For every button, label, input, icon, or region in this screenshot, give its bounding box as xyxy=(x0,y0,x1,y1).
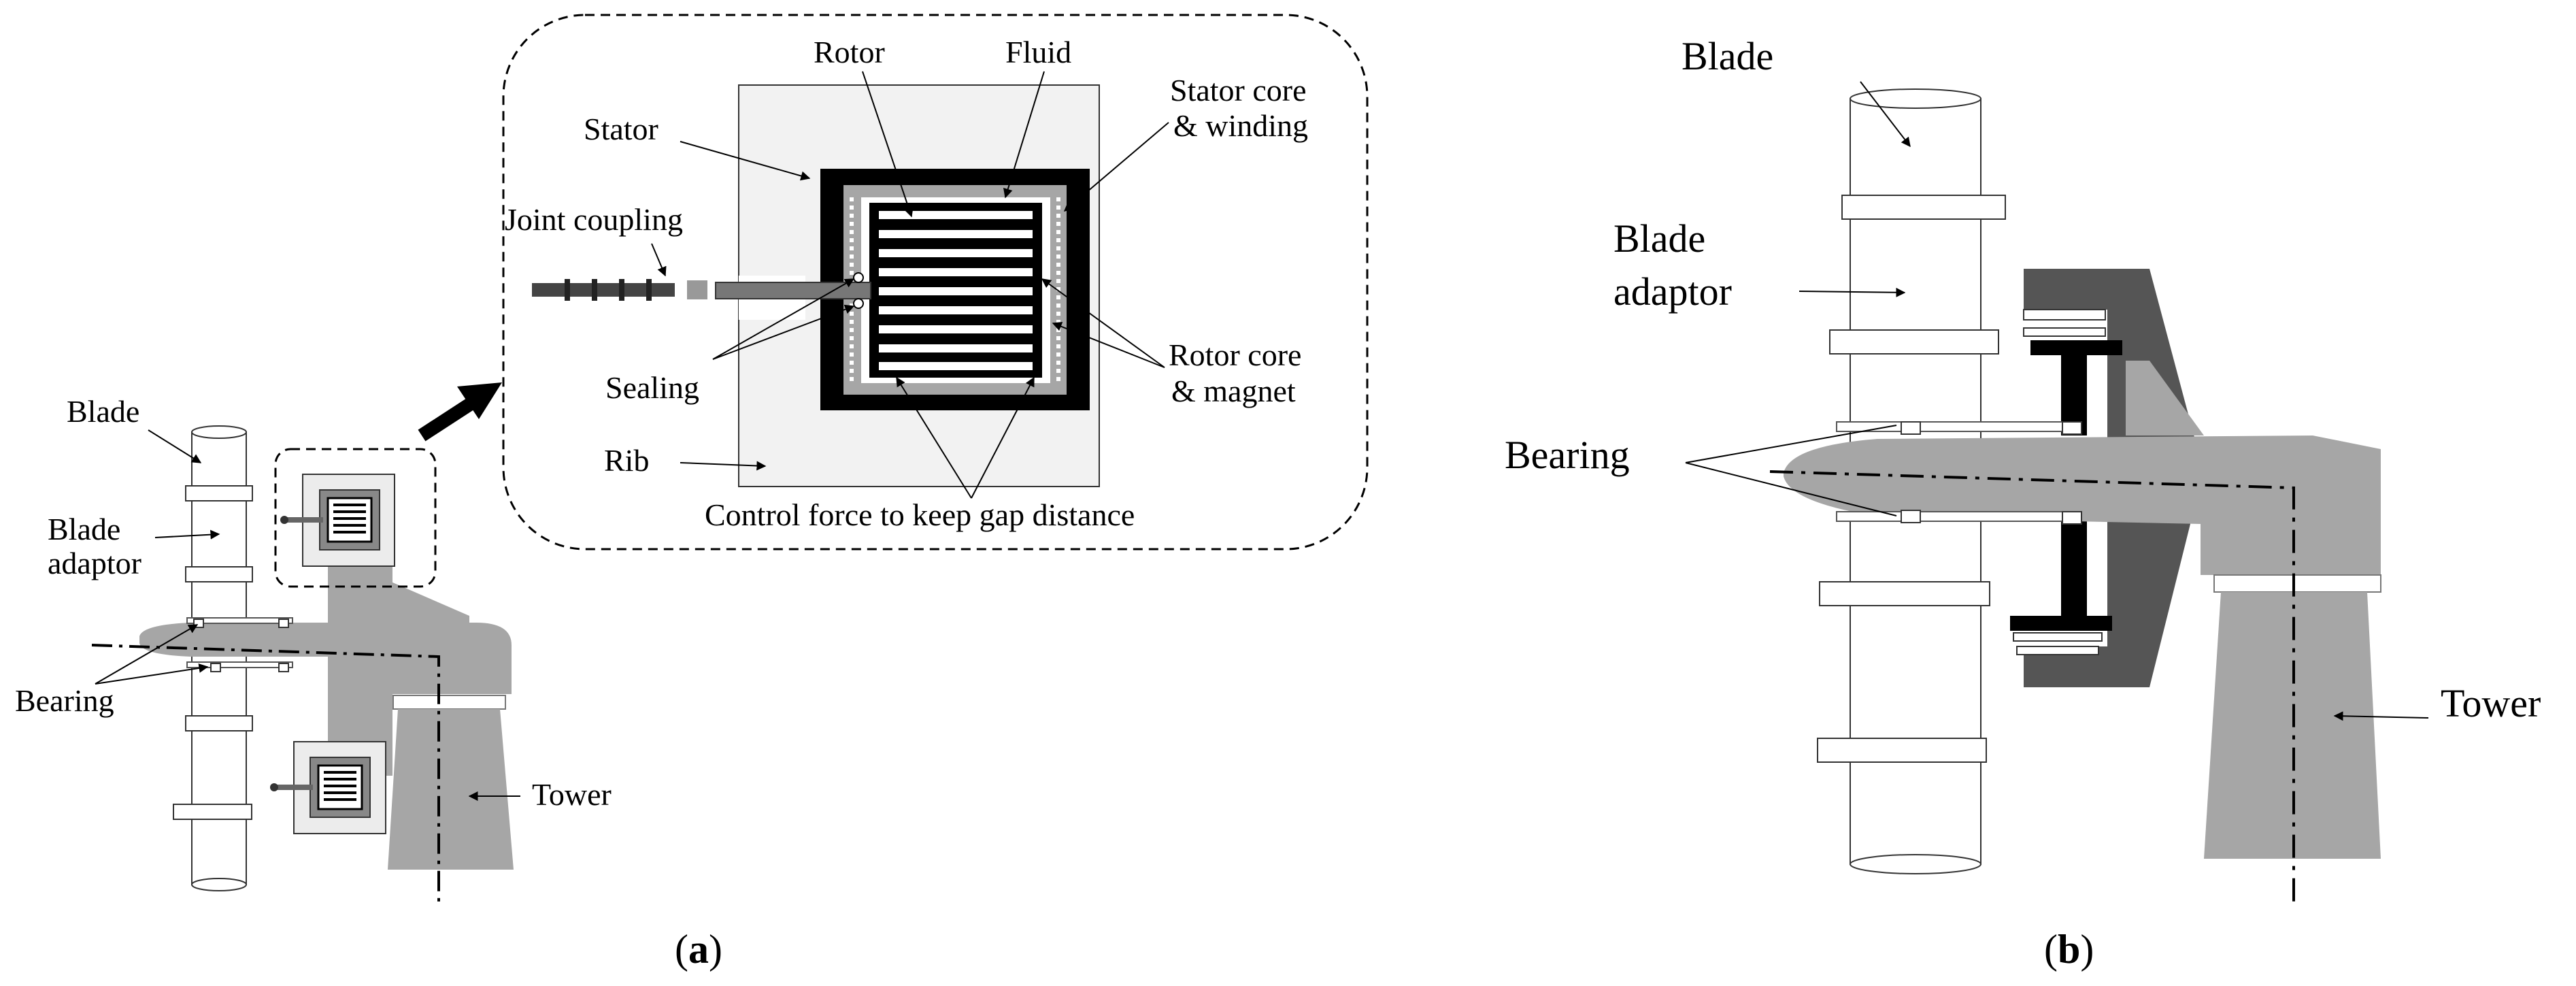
shaft-structure-b xyxy=(1769,361,2381,908)
label-blade-adaptor-b-2: adaptor xyxy=(1613,269,1732,314)
zoom-arrow xyxy=(418,382,502,442)
label-blade-a: Blade xyxy=(67,394,139,429)
label-blade-adaptor-b-1: Blade xyxy=(1613,216,1705,261)
label-stator-core-2: & winding xyxy=(1173,108,1308,143)
label-control-force: Control force to keep gap distance xyxy=(705,497,1135,532)
label-joint-coupling: Joint coupling xyxy=(505,202,683,237)
panel-b: Blade Blade adaptor Bearing Tower (b) xyxy=(1505,34,2541,972)
label-tower-b: Tower xyxy=(2441,681,2541,725)
damper-device-lower xyxy=(270,741,386,834)
label-fluid: Fluid xyxy=(1005,35,1071,69)
label-sealing: Sealing xyxy=(605,370,699,405)
shaft-structure-a xyxy=(91,558,514,902)
label-stator: Stator xyxy=(584,112,658,146)
label-rotor-core-2: & magnet xyxy=(1171,374,1296,408)
label-stator-core-1: Stator core xyxy=(1170,73,1307,108)
label-blade-adaptor-a-2: adaptor xyxy=(48,546,141,580)
label-bearing-a: Bearing xyxy=(15,683,114,718)
label-bearing-b: Bearing xyxy=(1505,433,1630,477)
label-tower-a: Tower xyxy=(532,777,612,812)
damper-discs-b xyxy=(2010,309,2122,655)
joint-coupling-element xyxy=(532,279,707,301)
label-rib: Rib xyxy=(604,443,649,478)
panel-a: Blade Blade adaptor Bearing Tower xyxy=(15,14,1369,972)
highlight-box xyxy=(274,448,437,588)
inset-detail: Rotor Fluid Stator core & winding Stator… xyxy=(502,14,1369,550)
label-blade-adaptor-a-1: Blade xyxy=(48,512,120,546)
label-rotor-core-1: Rotor core xyxy=(1169,338,1301,372)
rotor-plates xyxy=(879,211,1033,370)
caption-a: (a) xyxy=(675,927,722,972)
label-rotor: Rotor xyxy=(814,35,885,69)
caption-b: (b) xyxy=(2044,927,2094,972)
damper-device-upper xyxy=(280,474,395,567)
blade-a xyxy=(173,425,253,891)
label-blade-b: Blade xyxy=(1682,34,1773,78)
